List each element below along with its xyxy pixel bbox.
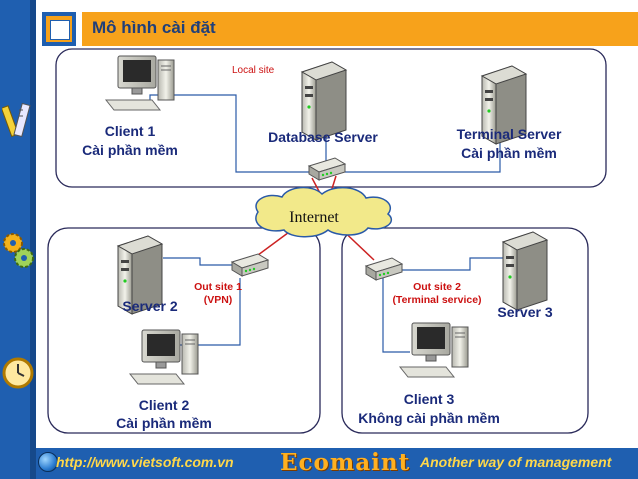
outsite1-label-2: (VPN) <box>204 294 233 306</box>
outsite1-label-1: Out site 1 <box>194 281 242 293</box>
client2-computer-icon <box>129 329 199 385</box>
outsite1-router-icon <box>231 253 269 277</box>
outsite2-router-icon <box>365 257 403 281</box>
client1-label-1: Client 1 <box>105 123 156 139</box>
local-site-label: Local site <box>232 65 275 76</box>
footer-url-link[interactable]: http://www.vietsoft.com.vn <box>56 454 234 470</box>
title-marker-inner <box>50 20 70 40</box>
title-marker <box>42 12 76 46</box>
outsite1-box <box>47 227 321 434</box>
internet-label: Internet <box>289 209 339 226</box>
terminal-server-label-1: Terminal Server <box>457 126 562 142</box>
client1-computer-icon <box>105 55 175 111</box>
client3-label-2: Không cài phần mềm <box>358 410 500 426</box>
client1-label-2: Cài phần mềm <box>82 142 178 158</box>
outsite2-label-1: Out site 2 <box>413 281 461 293</box>
footer-bar <box>36 448 638 479</box>
clock-icon <box>2 357 34 389</box>
server2-label: Server 2 <box>122 298 177 314</box>
pencil-ruler-icon <box>2 102 31 138</box>
server3-icon <box>502 231 548 311</box>
gears-icon <box>3 233 34 268</box>
client2-label-1: Client 2 <box>139 397 190 413</box>
terminal-server-label-2: Cài phần mềm <box>461 145 557 161</box>
network-diagram: Internet Local site Client 1 Cài phần mề… <box>47 48 607 434</box>
globe-icon <box>38 452 58 472</box>
page-title: Mô hình cài đặt <box>92 18 216 37</box>
outsite2-box <box>341 227 589 434</box>
client2-label-2: Cài phần mềm <box>116 415 212 431</box>
cloud-icon <box>255 186 393 238</box>
server3-label: Server 3 <box>497 304 552 320</box>
footer-brand-logo: Ecomaint <box>280 449 411 476</box>
sidebar-stripe <box>30 0 36 479</box>
database-server-label: Database Server <box>268 129 378 145</box>
local-site-box <box>55 48 607 188</box>
outsite2-label-2: (Terminal service) <box>392 294 481 306</box>
client3-label-1: Client 3 <box>404 391 455 407</box>
title-bar <box>82 12 638 46</box>
footer-tagline: Another way of management <box>420 454 612 470</box>
client3-computer-icon <box>399 322 469 378</box>
local-router-icon <box>308 157 346 181</box>
